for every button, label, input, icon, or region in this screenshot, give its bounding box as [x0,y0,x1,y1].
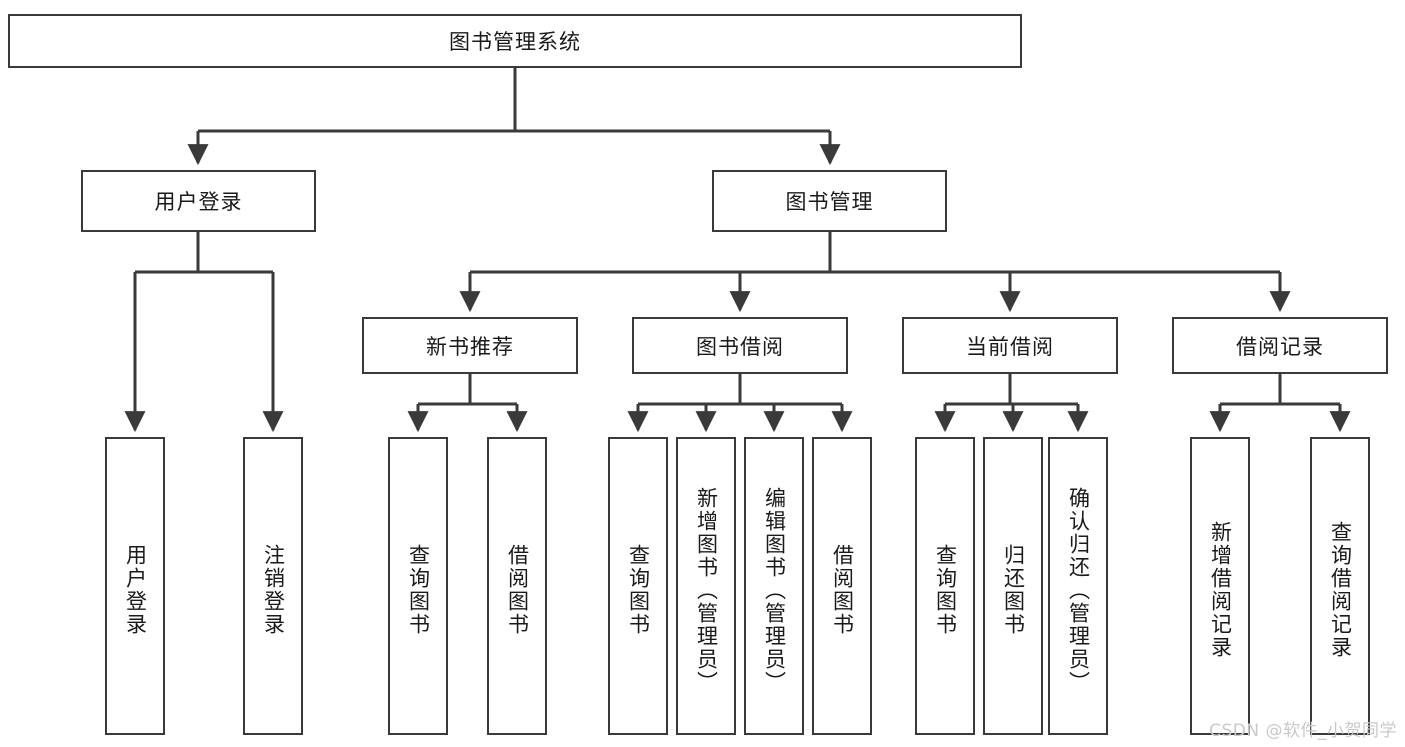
leaf-node[interactable]: 查询图书 [608,437,668,735]
leaf-node[interactable]: 借阅图书 [812,437,872,735]
watermark: CSDN @软件_小贺同学 [1209,721,1397,741]
leaf-label: 查询图书 [933,544,958,636]
leaf-label: 归还图书 [1001,544,1026,636]
node-root-label: 图书管理系统 [449,30,581,54]
leaf-node[interactable]: 新增图书（管理员） [676,437,736,735]
node-book-borrow-label: 图书借阅 [696,334,784,359]
node-root[interactable]: 图书管理系统 [8,14,1022,68]
leaf-label: 用户登录 [123,544,148,636]
leaf-label: 借阅图书 [505,544,530,636]
node-user-login[interactable]: 用户登录 [81,170,316,232]
node-book-management-label: 图书管理 [785,190,874,214]
leaf-label: 确认归还（管理员） [1066,486,1091,694]
leaf-node[interactable]: 归还图书 [983,437,1043,735]
node-current-borrow[interactable]: 当前借阅 [902,317,1118,374]
leaf-label: 编辑图书（管理员） [762,486,787,694]
leaf-node[interactable]: 编辑图书（管理员） [744,437,804,735]
leaf-node[interactable]: 查询图书 [388,437,448,735]
node-current-borrow-label: 当前借阅 [966,334,1054,359]
leaf-label: 注销登录 [261,544,286,636]
leaf-label: 借阅图书 [830,544,855,636]
leaf-node[interactable]: 用户登录 [105,437,165,735]
leaf-label: 新增图书（管理员） [694,486,719,694]
leaf-node[interactable]: 新增借阅记录 [1190,437,1250,735]
node-book-management[interactable]: 图书管理 [712,170,947,232]
leaf-node[interactable]: 查询借阅记录 [1310,437,1370,735]
leaf-label: 查询图书 [406,544,431,636]
node-new-book-recommend[interactable]: 新书推荐 [362,317,578,374]
leaf-label: 新增借阅记录 [1208,521,1233,659]
node-borrow-records-label: 借阅记录 [1236,334,1324,359]
node-borrow-records[interactable]: 借阅记录 [1172,317,1388,374]
node-new-book-recommend-label: 新书推荐 [426,334,514,359]
node-user-login-label: 用户登录 [154,190,243,214]
leaf-label: 查询图书 [626,544,651,636]
leaf-node[interactable]: 借阅图书 [487,437,547,735]
leaf-label: 查询借阅记录 [1328,521,1353,659]
leaf-node[interactable]: 注销登录 [243,437,303,735]
node-book-borrow[interactable]: 图书借阅 [632,317,848,374]
leaf-node[interactable]: 查询图书 [915,437,975,735]
leaf-node[interactable]: 确认归还（管理员） [1048,437,1108,735]
